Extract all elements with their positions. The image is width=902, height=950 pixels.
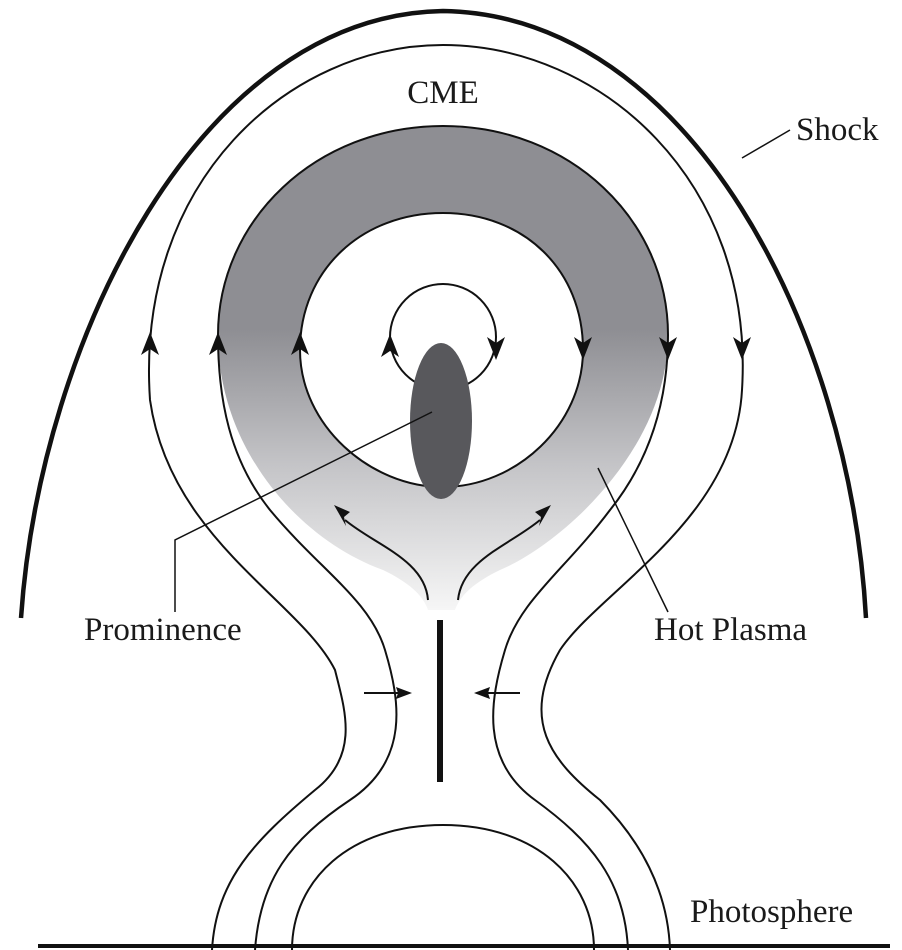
prominence <box>410 343 472 499</box>
photosphere-label: Photosphere <box>690 894 853 930</box>
shock-label: Shock <box>796 112 879 148</box>
post-flare-loop <box>292 825 594 950</box>
hot-plasma-leader-line <box>598 468 668 612</box>
hot-plasma-label: Hot Plasma <box>654 612 807 648</box>
prominence-label: Prominence <box>84 612 242 648</box>
inflow-arrow-left <box>364 687 412 699</box>
shock-leader-line <box>742 130 790 158</box>
cme-label: CME <box>407 75 479 111</box>
inflow-arrow-right <box>474 687 520 699</box>
